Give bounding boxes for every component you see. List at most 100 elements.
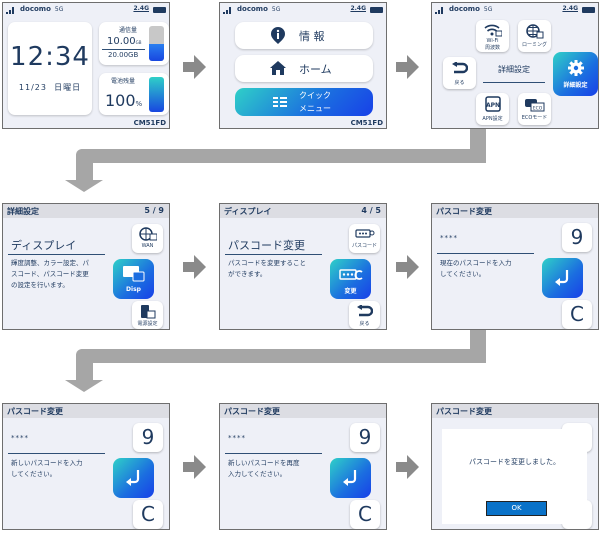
page-indicator: 5 / 9 bbox=[144, 206, 164, 215]
apn-icon: APN bbox=[484, 96, 501, 112]
model-name: CM51FD bbox=[133, 119, 166, 127]
svg-text:ECO: ECO bbox=[532, 106, 542, 112]
back-button[interactable]: 戻る bbox=[443, 57, 476, 89]
menu-home-button[interactable]: ホーム bbox=[235, 55, 373, 82]
right-arrow-icon bbox=[183, 255, 206, 279]
eco-label: ECOモード bbox=[521, 115, 548, 121]
wifi-label-1: Wi-Fi bbox=[486, 38, 499, 44]
eco-mode-button[interactable]: ECO ECOモード bbox=[518, 93, 551, 125]
back-label: 戻る bbox=[359, 321, 370, 327]
back-label: 戻る bbox=[454, 80, 465, 86]
clear-key[interactable]: C bbox=[133, 500, 163, 529]
roaming-label: ローミング bbox=[521, 42, 547, 48]
wifi-band: 2.4G bbox=[350, 5, 366, 12]
display-label: Disp bbox=[126, 286, 141, 293]
roaming-button[interactable]: ローミング bbox=[518, 20, 551, 52]
enter-button[interactable] bbox=[330, 458, 371, 498]
page-indicator: 4 / 5 bbox=[361, 206, 381, 215]
data-used-unit: GB bbox=[135, 40, 142, 45]
display-button[interactable]: Disp bbox=[113, 259, 154, 299]
battery-value: 100 bbox=[105, 91, 136, 110]
instruction-text: 新しいパスコードを入力してください。 bbox=[11, 459, 83, 478]
gear-icon bbox=[567, 60, 584, 76]
carrier: docomo bbox=[20, 5, 51, 13]
item-title: パスコード変更 bbox=[228, 239, 305, 252]
header-title: パスコード変更 bbox=[224, 407, 280, 416]
screen-header: パスコード変更 bbox=[3, 404, 169, 418]
header-title: パスコード変更 bbox=[436, 407, 492, 416]
screen-passcode-current: パスコード変更 **** 現在のパスコードを入力してください。 9 C bbox=[431, 203, 599, 330]
apn-button[interactable]: APN APN設定 bbox=[476, 93, 509, 125]
battery-icon bbox=[153, 7, 166, 13]
wifi-label-2: 周波数 bbox=[484, 45, 500, 51]
header-title: パスコード変更 bbox=[436, 207, 492, 216]
battery-unit: % bbox=[135, 100, 143, 108]
data-total: 20.00GB bbox=[108, 51, 139, 59]
signal-icon bbox=[435, 7, 443, 14]
passcode-input[interactable]: **** bbox=[11, 434, 29, 442]
clear-key[interactable]: C bbox=[562, 300, 592, 329]
change-button[interactable]: 変更 bbox=[330, 259, 371, 299]
screen-passcode-done: パスコード変更 パスコードを変更しました。 OK bbox=[431, 403, 599, 530]
passcode-input[interactable]: **** bbox=[440, 234, 458, 242]
data-usage-card[interactable]: 通信量 10.00GB 20.00GB bbox=[99, 22, 169, 65]
battery-label: 電池残量 bbox=[111, 78, 136, 85]
instruction-text: 現在のパスコードを入力してください。 bbox=[440, 259, 512, 278]
ok-button[interactable]: OK bbox=[486, 501, 547, 516]
clock-time: 12:34 bbox=[10, 42, 90, 72]
enter-button[interactable] bbox=[542, 258, 583, 298]
item-description: パスコードを変更することができます。 bbox=[228, 259, 306, 278]
right-arrow-icon bbox=[183, 455, 206, 479]
carrier: docomo bbox=[237, 5, 268, 13]
network-type: 5G bbox=[271, 6, 281, 13]
digit-key[interactable]: 9 bbox=[562, 223, 592, 252]
wan-button[interactable]: WAN bbox=[132, 224, 163, 253]
digit-key[interactable]: 9 bbox=[350, 423, 380, 452]
battery-icon bbox=[370, 7, 383, 13]
menu-quick-label-2: メニュー bbox=[299, 104, 331, 113]
wifi-frequency-button[interactable]: Wi-Fi 周波数 bbox=[476, 20, 509, 52]
clear-key[interactable]: C bbox=[350, 500, 380, 529]
power-settings-button[interactable]: 電源設定 bbox=[132, 301, 163, 329]
item-description: 輝度調整、カラー設定、パスコード、パスコード変更の設定を行います。 bbox=[11, 259, 89, 289]
apn-label: APN設定 bbox=[482, 116, 503, 122]
clock-weekday: 日曜日 bbox=[54, 83, 82, 92]
eco-icon: ECO bbox=[524, 99, 544, 112]
back-button[interactable]: 戻る bbox=[349, 301, 380, 329]
signal-icon bbox=[6, 7, 14, 14]
item-title: ディスプレイ bbox=[11, 239, 77, 252]
menu-info-button[interactable]: 情 報 bbox=[235, 22, 373, 49]
right-arrow-icon bbox=[183, 55, 206, 79]
wan-label: WAN bbox=[141, 243, 154, 249]
header-title: ディスプレイ bbox=[224, 207, 272, 216]
battery-gauge bbox=[149, 77, 164, 112]
right-arrow-icon bbox=[396, 55, 419, 79]
network-type: 5G bbox=[483, 6, 493, 13]
enter-button[interactable] bbox=[113, 458, 154, 498]
battery-card: 電池残量 100% bbox=[99, 73, 169, 115]
wifi-icon bbox=[483, 24, 502, 37]
clock-date: 11/23 bbox=[18, 83, 47, 92]
advanced-settings-button[interactable]: 詳細設定 bbox=[553, 52, 598, 96]
screen-passcode-confirm: パスコード変更 **** 新しいパスコードを再度入力してください。 9 C bbox=[219, 403, 387, 530]
globe-icon bbox=[525, 24, 543, 39]
clock-card: 12:34 11/23 日曜日 bbox=[8, 22, 92, 115]
passcode-button[interactable]: パスコード bbox=[349, 224, 380, 253]
wifi-band: 2.4G bbox=[133, 5, 149, 12]
menu-quick-button[interactable]: クイック メニュー bbox=[235, 88, 373, 116]
advanced-settings-label: 詳細設定 bbox=[563, 82, 588, 89]
menu-home-label: ホーム bbox=[299, 63, 332, 76]
passcode-key-icon bbox=[354, 229, 374, 238]
enter-icon bbox=[125, 470, 139, 486]
digit-key[interactable]: 9 bbox=[133, 423, 163, 452]
carrier: docomo bbox=[449, 5, 480, 13]
passcode-input[interactable]: **** bbox=[228, 434, 246, 442]
change-label: 変更 bbox=[344, 288, 357, 295]
enter-icon bbox=[554, 270, 568, 286]
